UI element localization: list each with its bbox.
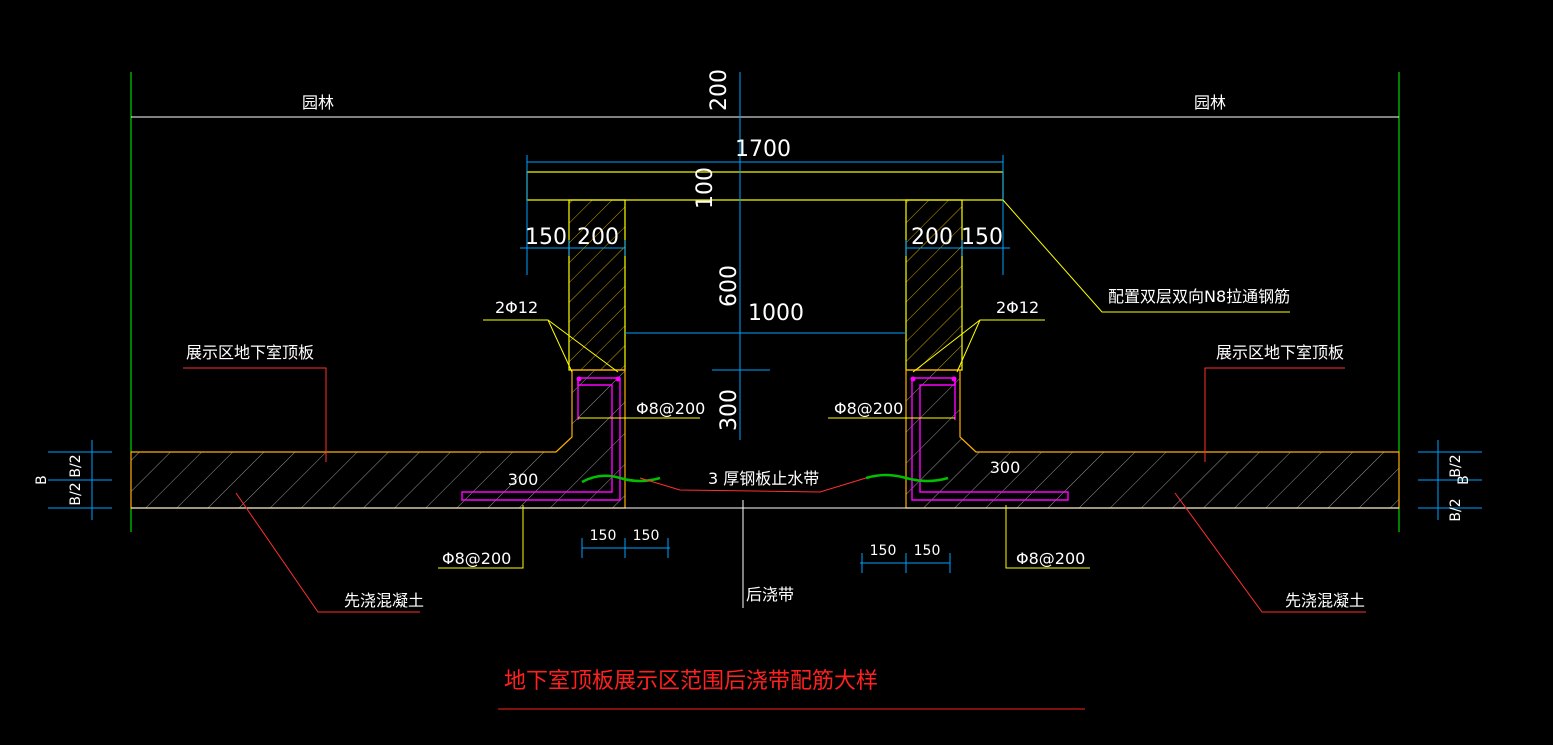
dim-right-B2a: B/2 — [1448, 454, 1464, 477]
cap-slab — [526, 171, 1004, 201]
dim-top-200: 200 — [707, 69, 732, 111]
bar-label-left: 2Φ12 — [495, 298, 538, 317]
dim-left-B2b: B/2 — [68, 482, 84, 505]
dimension-lines — [48, 72, 1482, 573]
rebar-right — [911, 377, 1069, 501]
concrete-label-right: 先浇混凝土 — [1285, 591, 1365, 610]
dim-bl-150a: 150 — [590, 528, 617, 544]
dim-width-1700: 1700 — [735, 137, 791, 162]
slab-label-left: 展示区地下室顶板 — [186, 343, 314, 362]
rebar-note: 配置双层双向N8拉通钢筋 — [1108, 287, 1290, 306]
base-slab — [130, 369, 1400, 509]
slab-label-right: 展示区地下室顶板 — [1216, 343, 1344, 362]
stirrup-label-right: Φ8@200 — [834, 399, 903, 418]
dim-cap-100: 100 — [693, 167, 718, 209]
dim-left-200: 200 — [577, 225, 619, 250]
left-wall — [568, 199, 626, 371]
bottom-bar-right: Φ8@200 — [1016, 549, 1085, 568]
dim-br-150a: 150 — [870, 543, 897, 559]
stirrup-label-left: Φ8@200 — [636, 399, 705, 418]
dim-left-B: B — [34, 475, 50, 485]
dim-left-B2a: B/2 — [68, 454, 84, 477]
dim-height-600: 600 — [717, 265, 742, 307]
dim-left-300: 300 — [508, 470, 539, 489]
dim-height-300: 300 — [717, 389, 742, 431]
rebar-left — [461, 377, 621, 501]
waterstop-label: 3 厚钢板止水带 — [708, 469, 819, 488]
dim-right-B: B — [1456, 475, 1472, 485]
post-pour-label: 后浇带 — [746, 585, 794, 604]
dim-right-200: 200 — [911, 225, 953, 250]
bar-label-right: 2Φ12 — [996, 298, 1039, 317]
leader-lines — [183, 199, 1366, 710]
dim-br-150b: 150 — [914, 543, 941, 559]
dim-bl-150b: 150 — [633, 528, 660, 544]
garden-label-left: 园林 — [302, 93, 334, 112]
rebar-dots — [576, 376, 957, 382]
waterstop-right — [865, 473, 949, 483]
bottom-bar-left: Φ8@200 — [442, 549, 511, 568]
dim-inner-1000: 1000 — [748, 301, 804, 326]
dim-right-B2b: B/2 — [1448, 498, 1464, 521]
dim-right-150: 150 — [961, 225, 1003, 250]
concrete-label-left: 先浇混凝土 — [344, 591, 424, 610]
dim-right-300: 300 — [990, 458, 1021, 477]
garden-label-right: 园林 — [1194, 93, 1226, 112]
drawing-title: 地下室顶板展示区范围后浇带配筋大样 — [504, 669, 878, 694]
dim-left-150: 150 — [525, 225, 567, 250]
